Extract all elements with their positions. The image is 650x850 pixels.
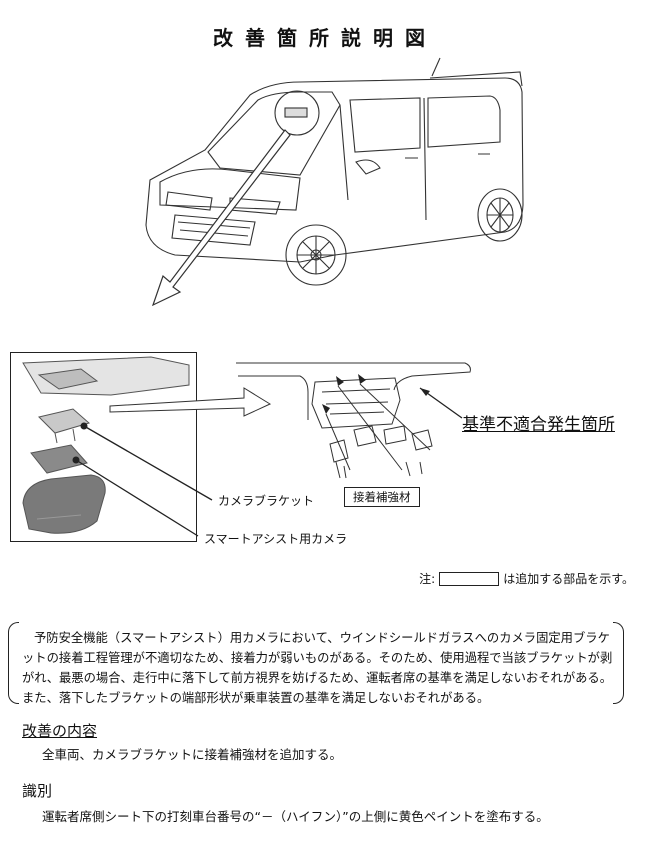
improvement-heading: 改善の内容 bbox=[22, 722, 98, 740]
camera-bracket-label: カメラブラケット bbox=[218, 494, 315, 508]
note-suffix: は追加する部品を示す。 bbox=[503, 572, 634, 586]
defect-location-label: 基準不適合発生箇所 bbox=[462, 415, 615, 435]
identification-text: 運転者席側シート下の打刻車台番号の“－（ハイフン）”の上側に黄色ペイントを塗布す… bbox=[42, 809, 549, 824]
smart-assist-camera-label: スマートアシスト用カメラ bbox=[204, 532, 348, 546]
identification-heading: 識別 bbox=[22, 782, 53, 800]
left-bracket bbox=[8, 622, 19, 704]
note-prefix: 注: bbox=[419, 572, 436, 586]
legend-note: 注: は追加する部品を示す。 bbox=[419, 570, 634, 587]
adhesive-reinforcement-label: 接着補強材 bbox=[344, 487, 420, 507]
defect-description: 予防安全機能（スマートアシスト）用カメラにおいて、ウインドシールドガラスへのカメ… bbox=[22, 631, 613, 705]
detail-diagram bbox=[72, 362, 471, 537]
page-title: 改善箇所説明図 bbox=[213, 26, 437, 50]
inset-parts-frame bbox=[10, 352, 197, 542]
vehicle-illustration bbox=[145, 57, 524, 307]
added-part-symbol bbox=[439, 571, 500, 586]
camera-parts-illustration bbox=[22, 356, 190, 534]
improvement-text: 全車両、カメラブラケットに接着補強材を追加する。 bbox=[42, 747, 343, 762]
